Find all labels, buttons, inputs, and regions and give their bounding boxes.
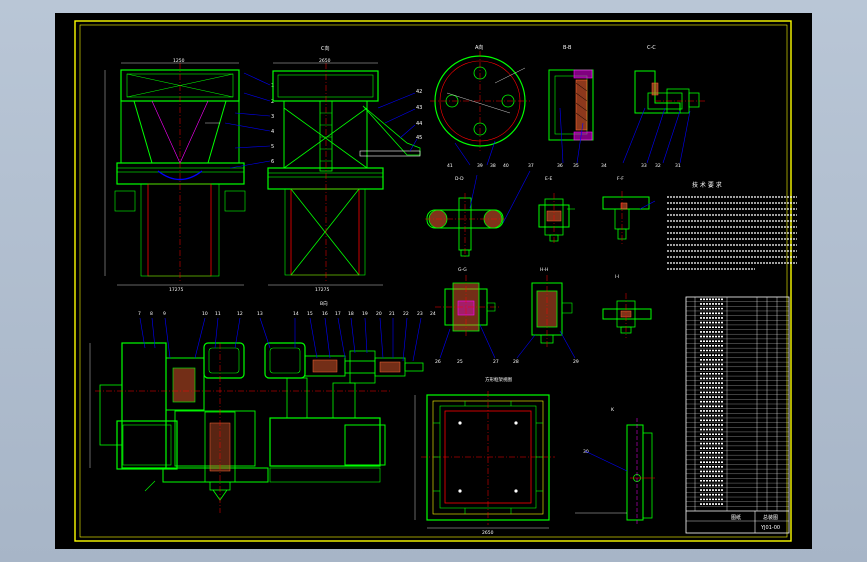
- bracket-view: [575, 418, 655, 525]
- svg-text:20: 20: [376, 311, 382, 317]
- section-g-title: G-G: [458, 267, 467, 273]
- svg-text:40: 40: [503, 163, 509, 169]
- balloon-row-b: 7 8 9 10 11 12 13 14 15 16 17 18 19 20 2…: [138, 311, 436, 317]
- svg-text:23: 23: [417, 311, 423, 317]
- svg-text:8: 8: [150, 311, 153, 317]
- round-view-title: A向: [475, 44, 483, 51]
- section-i-title: I-I: [615, 274, 619, 280]
- svg-text:7: 7: [138, 311, 141, 317]
- svg-text:28: 28: [513, 359, 519, 365]
- svg-text:21: 21: [389, 311, 395, 317]
- svg-text:15: 15: [307, 311, 313, 317]
- svg-text:3: 3: [271, 114, 274, 120]
- round-plate-view: [430, 51, 530, 166]
- section-d-title: D-D: [455, 176, 464, 182]
- side-view: [267, 62, 421, 286]
- svg-text:YJ01-00: YJ01-00: [760, 525, 780, 531]
- tech-requirements-title: 技 术 要 求: [692, 181, 722, 189]
- svg-text:38: 38: [490, 163, 496, 169]
- svg-text:9: 9: [163, 311, 166, 317]
- svg-text:27: 27: [493, 359, 499, 365]
- svg-text:39: 39: [477, 163, 483, 169]
- frame-dim-bottom: 2650: [482, 530, 494, 536]
- side-balloons: 42 43 44 45: [416, 89, 422, 141]
- svg-text:6: 6: [271, 159, 274, 165]
- svg-text:43: 43: [416, 105, 422, 111]
- front-dim-top: 1250: [173, 58, 185, 64]
- svg-text:12: 12: [237, 311, 243, 317]
- svg-text:31: 31: [675, 163, 681, 169]
- section-c-title: C-C: [647, 45, 656, 51]
- side-view-title: C向: [321, 45, 330, 52]
- svg-text:29: 29: [573, 359, 579, 365]
- section-f-view: [602, 191, 656, 245]
- section-i-view: [602, 293, 652, 338]
- section-h-view: [516, 275, 576, 359]
- svg-text:22: 22: [403, 311, 409, 317]
- svg-text:5: 5: [271, 144, 274, 150]
- svg-text:36: 36: [557, 163, 563, 169]
- svg-text:4: 4: [271, 129, 274, 135]
- side-dim-top: 2650: [319, 58, 331, 64]
- svg-text:17: 17: [335, 311, 341, 317]
- section-e-view: [538, 193, 575, 245]
- svg-text:图纸: 图纸: [731, 514, 741, 521]
- section-b-title: B-B: [563, 45, 572, 51]
- section-d-view: [425, 170, 531, 258]
- tech-requirements-notes: [667, 196, 797, 270]
- svg-text:32: 32: [655, 163, 661, 169]
- section-h-title: H-H: [540, 267, 548, 273]
- svg-text:16: 16: [322, 311, 328, 317]
- svg-text:13: 13: [257, 311, 263, 317]
- section-f-title: F-F: [617, 176, 624, 182]
- parts-list-rows: [686, 298, 789, 507]
- svg-text:10: 10: [202, 311, 208, 317]
- bottom-detail-title: B向: [320, 300, 328, 307]
- section-b-view: [548, 69, 594, 164]
- section-e-title: E-E: [545, 176, 552, 182]
- svg-text:24: 24: [430, 311, 436, 317]
- drawing-sheet[interactable]: 1250 17275 1 2 3 4 5 6 C向: [55, 13, 812, 549]
- svg-text:35: 35: [573, 163, 579, 169]
- svg-text:45: 45: [416, 135, 422, 141]
- svg-text:25: 25: [457, 359, 463, 365]
- side-dim-bottom: 17275: [315, 287, 329, 293]
- frame-view-title: 方形框架视图: [485, 376, 512, 383]
- svg-text:41: 41: [447, 163, 453, 169]
- section-g-view: [435, 275, 500, 359]
- svg-text:2: 2: [271, 99, 274, 105]
- svg-text:总装图: 总装图: [763, 514, 778, 521]
- svg-text:26: 26: [435, 359, 441, 365]
- svg-text:33: 33: [641, 163, 647, 169]
- svg-text:37: 37: [528, 163, 534, 169]
- svg-text:11: 11: [215, 311, 221, 317]
- svg-text:34: 34: [601, 163, 607, 169]
- svg-text:14: 14: [293, 311, 299, 317]
- outer-border: [74, 20, 792, 542]
- svg-text:18: 18: [348, 311, 354, 317]
- bottom-detail-view: [89, 317, 424, 513]
- svg-text:44: 44: [416, 121, 422, 127]
- balloon-row-a: 41 39 38 40 37 36 35 34 33 32 31: [447, 163, 681, 169]
- svg-text:42: 42: [416, 89, 422, 95]
- cad-drawing: 1250 17275 1 2 3 4 5 6 C向: [74, 20, 797, 542]
- bracket-title: K: [611, 407, 615, 413]
- frame-plan-view: [414, 391, 555, 529]
- svg-text:30: 30: [583, 449, 589, 455]
- front-view: [104, 62, 271, 286]
- svg-text:19: 19: [362, 311, 368, 317]
- front-dim-bottom: 17275: [169, 287, 183, 293]
- title-block: 图纸 总装图 YJ01-00: [731, 514, 780, 531]
- section-c-view: [622, 70, 707, 164]
- inner-border: [79, 24, 788, 538]
- balloon-row-c: 26 25 27 28 29 30: [435, 359, 589, 455]
